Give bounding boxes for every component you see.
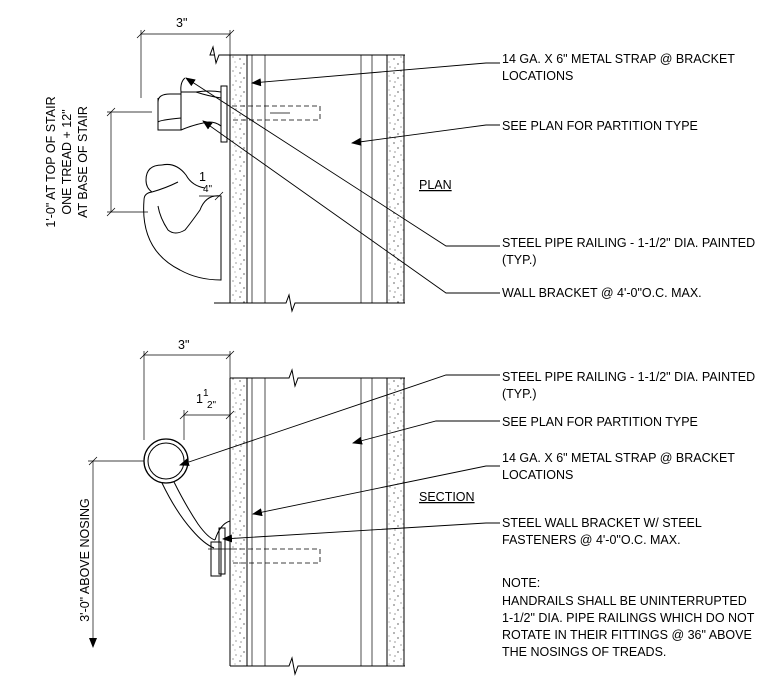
note-line-3: ROTATE IN THEIR FITTINGS @ 36" ABOVE — [502, 628, 752, 642]
plan-height-line-3: AT BASE OF STAIR — [76, 106, 90, 218]
plan-bracket-rail — [143, 77, 228, 281]
section-callout-bracket-line-1: STEEL WALL BRACKET W/ STEEL — [502, 516, 702, 530]
note-line-2: 1-1/2" DIA. PIPE RAILINGS WHICH DO NOT — [502, 611, 755, 625]
section-dim-gap-whole: 1 — [196, 392, 203, 406]
plan-callout-railing-line-1: STEEL PIPE RAILING - 1-1/2" DIA. PAINTED — [502, 236, 755, 250]
section-leaders — [179, 374, 500, 543]
plan-callout-strap-line-1: 14 GA. X 6" METAL STRAP @ BRACKET — [502, 52, 735, 66]
section-callout-bracket-line-2: FASTENERS @ 4'-0"O.C. MAX. — [502, 533, 681, 547]
section-dimensions — [88, 350, 235, 648]
section-height-text: 3'-0" ABOVE NOSING — [78, 498, 92, 622]
plan-leaders — [185, 62, 500, 294]
plan-wall — [209, 45, 405, 313]
section-callout-railing-line-1: STEEL PIPE RAILING - 1-1/2" DIA. PAINTED — [502, 370, 755, 384]
section-dim-gap-frac2: 2" — [207, 400, 217, 411]
plan-callout-railing-line-2: (TYP.) — [502, 253, 537, 267]
plan-height-line-1: 1'-0" AT TOP OF STAIR — [44, 96, 58, 227]
plan-callout-bracket: WALL BRACKET @ 4'-0"O.C. MAX. — [502, 286, 702, 300]
plan-dimensions — [106, 29, 235, 217]
section-callout-railing-line-2: (TYP.) — [502, 387, 537, 401]
note-line-4: THE NOSINGS OF TREADS. — [502, 645, 666, 659]
plan-dim-gap-fraction: 4" — [203, 184, 213, 195]
section-callout-partition: SEE PLAN FOR PARTITION TYPE — [502, 415, 698, 429]
note-line-1: HANDRAILS SHALL BE UNINTERRUPTED — [502, 594, 747, 608]
plan-dim-gap-whole: 1 — [199, 170, 206, 184]
plan-dim-width: 3" — [176, 16, 187, 30]
section-height-note: 3'-0" ABOVE NOSING — [78, 498, 92, 622]
plan-title: PLAN — [419, 178, 452, 192]
note-heading: NOTE: — [502, 576, 540, 590]
section-title: SECTION — [419, 490, 475, 504]
plan-height-line-2: ONE TREAD + 12" — [60, 109, 74, 214]
general-note: NOTE: HANDRAILS SHALL BE UNINTERRUPTED 1… — [502, 576, 755, 659]
section-callout-strap-line-1: 14 GA. X 6" METAL STRAP @ BRACKET — [502, 451, 735, 465]
section-bracket-rail — [143, 438, 232, 577]
section-dim-width: 3" — [178, 338, 189, 352]
plan-callout-strap-line-2: LOCATIONS — [502, 69, 573, 83]
plan-height-note: 1'-0" AT TOP OF STAIR ONE TREAD + 12" AT… — [44, 96, 90, 227]
section-wall — [229, 368, 405, 676]
section-dim-gap-frac1: 1 — [203, 388, 209, 399]
plan-callout-partition: SEE PLAN FOR PARTITION TYPE — [502, 119, 698, 133]
section-callout-strap-line-2: LOCATIONS — [502, 468, 573, 482]
